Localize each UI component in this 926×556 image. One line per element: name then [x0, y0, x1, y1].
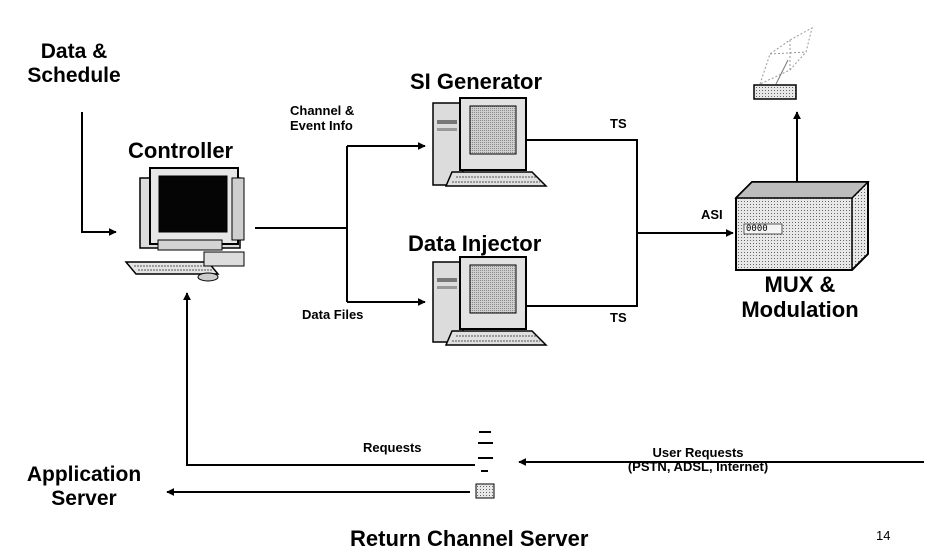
mux-line1: MUX & [764, 272, 836, 297]
requests-to-controller-arrow [183, 292, 475, 466]
application-server-line2: Server [51, 487, 117, 511]
mux-modulation-label: MUX & Modulation [718, 272, 882, 323]
requests-label: Requests [363, 440, 422, 455]
controller-to-branch-line [255, 146, 348, 302]
data-injector-computer-icon [432, 256, 548, 346]
si-generator-label: SI Generator [410, 69, 543, 94]
data-injector-label: Data Injector [408, 231, 542, 256]
channel-event-label: Channel & Event Info [290, 103, 355, 134]
data-schedule-line2: Schedule [27, 64, 121, 88]
ts-top-label: TS [610, 116, 627, 131]
controller-computer-icon [124, 167, 245, 282]
data-files-label: Data Files [302, 307, 364, 322]
mux-box [734, 181, 870, 271]
return-channel-server-icon [475, 431, 495, 499]
arrow-data-to-controller [81, 112, 117, 236]
controller-label: Controller [128, 138, 234, 163]
channel-event-line1: Channel & [290, 103, 355, 118]
data-schedule-line1: Data & [40, 40, 108, 63]
user-requests-label: User Requests (PSTN, ADSL, Internet) [580, 446, 816, 473]
return-channel-server-label: Return Channel Server [350, 526, 589, 551]
page-number: 14 [876, 528, 891, 543]
ts-bottom-label: TS [610, 310, 627, 325]
mux-display: 0000 [746, 224, 768, 234]
channel-event-line2: Event Info [290, 117, 353, 133]
asi-label: ASI [701, 207, 723, 222]
mux-line2: Modulation [741, 297, 859, 323]
application-server-label: Application Server [4, 463, 164, 511]
user-requests-line2: (PSTN, ADSL, Internet) [627, 458, 769, 474]
application-server-line1: Application [26, 463, 142, 486]
ts-lines [520, 139, 734, 307]
user-requests-line1: User Requests [652, 445, 744, 460]
data-schedule-label: Data & Schedule [22, 40, 126, 88]
si-generator-computer-icon [432, 97, 548, 187]
satellite-dish-icon [753, 27, 813, 100]
